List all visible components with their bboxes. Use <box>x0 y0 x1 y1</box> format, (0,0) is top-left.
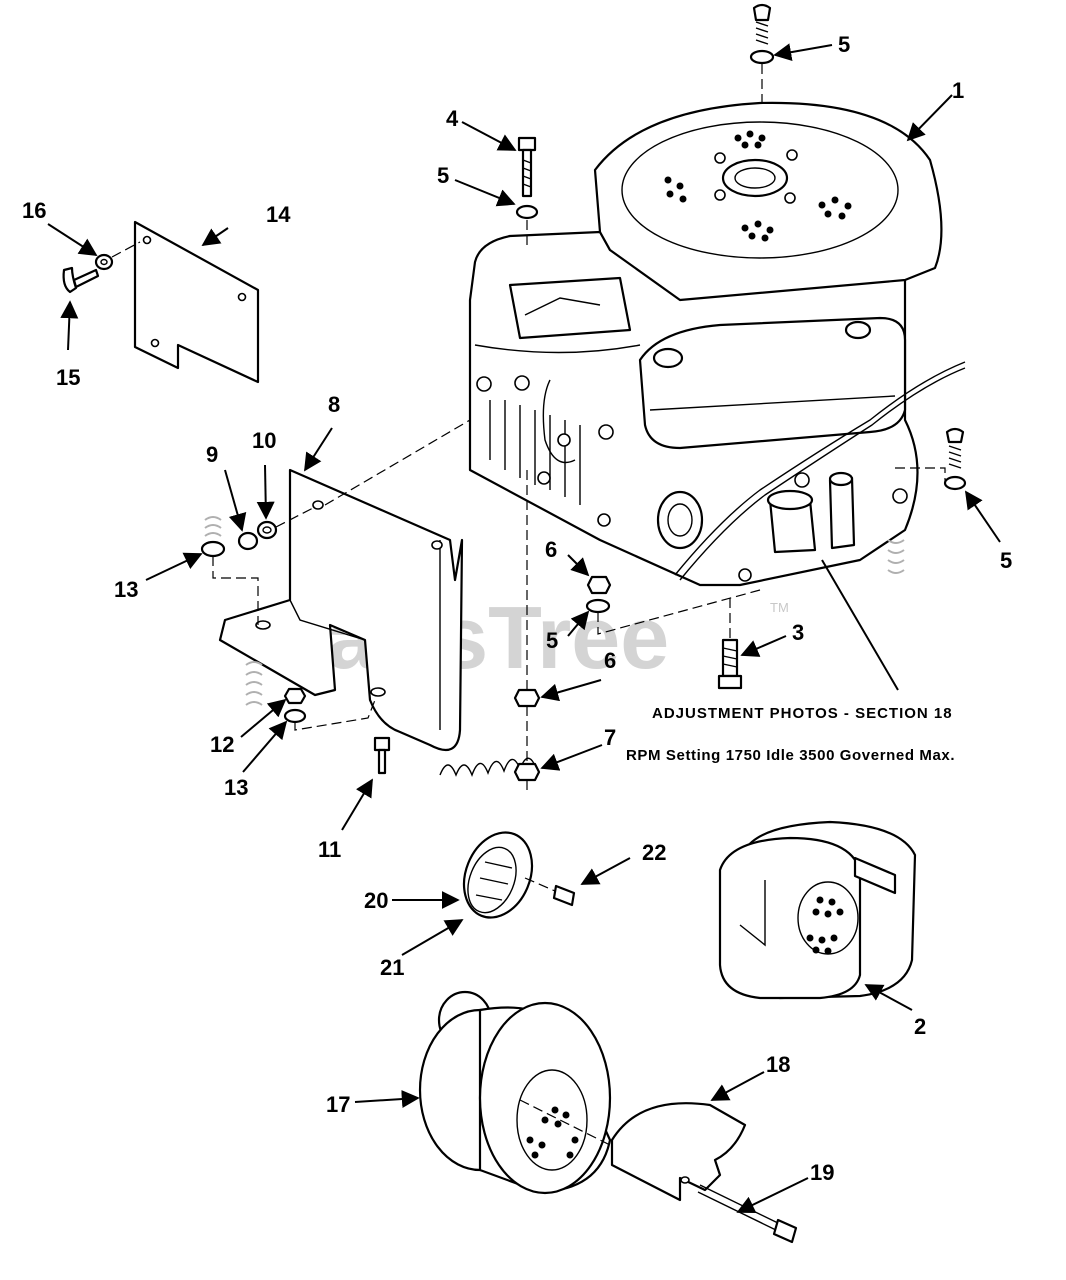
bracket-hardware-lower <box>245 661 391 775</box>
callout-9: 9 <box>206 442 218 467</box>
callout-numbers: 1 2 3 4 5 5 5 5 6 6 7 8 9 10 11 12 13 13… <box>22 32 1012 1185</box>
callout-13-lower: 13 <box>224 775 248 800</box>
callout-1: 1 <box>952 78 964 103</box>
governor-spring <box>439 470 541 790</box>
air-cleaner <box>718 820 917 1000</box>
callout-15: 15 <box>56 365 80 390</box>
callout-13-upper: 13 <box>114 577 138 602</box>
callout-5-bolt: 5 <box>437 163 449 188</box>
callout-4: 4 <box>446 106 459 131</box>
trademark: TM <box>770 600 789 615</box>
nut-washer-middle <box>585 575 761 635</box>
engine-assembly <box>468 101 966 587</box>
top-screw <box>749 3 775 104</box>
callout-2: 2 <box>914 1014 926 1039</box>
callout-6-lower: 6 <box>604 648 616 673</box>
mounting-bracket <box>218 419 471 752</box>
callout-20: 20 <box>364 888 388 913</box>
callout-18: 18 <box>766 1052 790 1077</box>
callout-16: 16 <box>22 198 46 223</box>
adjustment-note: ADJUSTMENT PHOTOS - SECTION 18 <box>652 705 953 722</box>
breather-cap <box>462 831 576 919</box>
bracket-hardware-left <box>200 506 316 625</box>
callout-5-middle: 5 <box>546 628 558 653</box>
callout-19: 19 <box>810 1160 834 1185</box>
callout-17: 17 <box>326 1092 350 1117</box>
bolt-4 <box>515 136 539 245</box>
cover-plate <box>62 220 260 384</box>
muffler <box>418 990 641 1195</box>
heat-shield <box>610 1102 798 1244</box>
callout-14: 14 <box>266 202 291 227</box>
callout-12: 12 <box>210 732 234 757</box>
rpm-note: RPM Setting 1750 Idle 3500 Governed Max. <box>626 747 955 764</box>
callout-10: 10 <box>252 428 276 453</box>
bolt-3 <box>717 598 743 690</box>
side-screw-right <box>887 427 967 574</box>
callout-8: 8 <box>328 392 340 417</box>
callout-5-right: 5 <box>1000 548 1012 573</box>
callout-11: 11 <box>318 837 341 862</box>
callout-3: 3 <box>792 620 804 645</box>
leader-lines <box>47 43 1001 1214</box>
callout-6-upper: 6 <box>545 537 557 562</box>
callout-21: 21 <box>380 955 404 980</box>
callout-7: 7 <box>604 725 616 750</box>
callout-5-top: 5 <box>838 32 850 57</box>
callout-22: 22 <box>642 840 666 865</box>
